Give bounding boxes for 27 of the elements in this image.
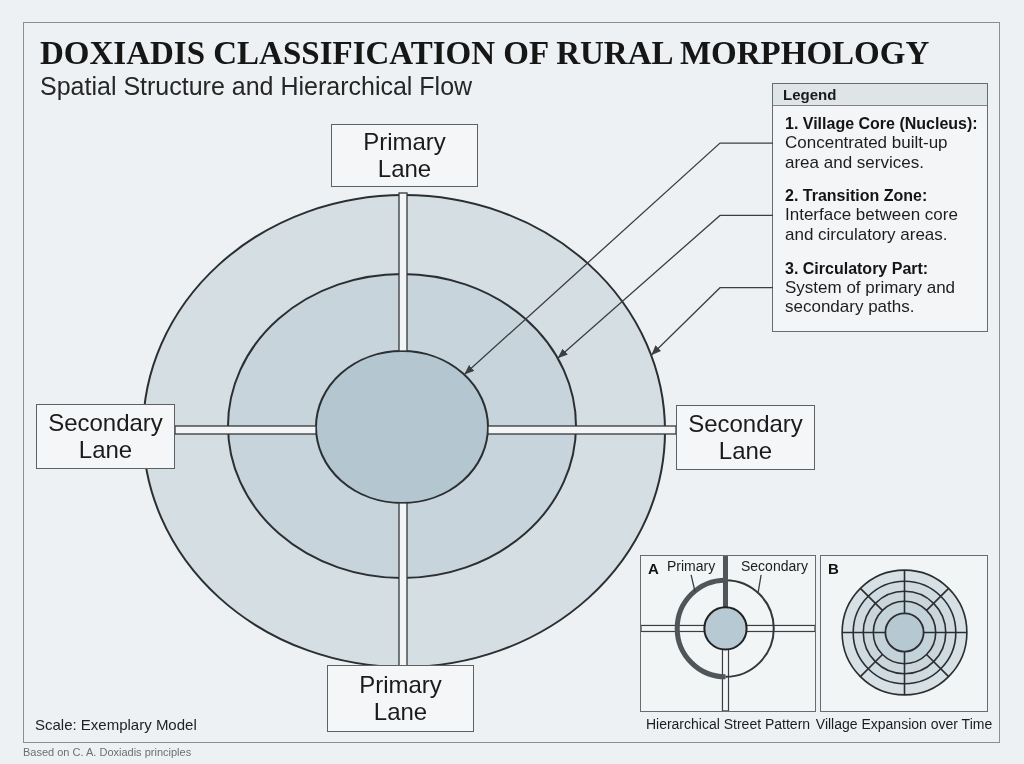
lane-label-box: Secondary Lane — [36, 404, 175, 469]
leader-line — [757, 574, 762, 594]
source-note: Based on C. A. Doxiadis principles — [23, 746, 192, 760]
subtitle: Spatial Structure and Hierarchical Flow — [40, 71, 473, 101]
leader-arrow — [557, 214, 774, 359]
lane-label-box: Primary Lane — [331, 124, 478, 187]
leader-arrow — [650, 287, 774, 356]
lane-label-box: Primary Lane — [327, 665, 474, 732]
panel-letter: B — [828, 560, 839, 578]
street-type-label: Secondary — [741, 558, 808, 575]
legend-entry-text: Concentrated built-up area and services. — [785, 133, 949, 173]
street-type-label: Primary — [667, 558, 716, 575]
lane-label-box: Secondary Lane — [676, 405, 815, 470]
legend-entry-title: 3. Circulatory Part: — [785, 258, 930, 278]
panel-caption: Hierarchical Street Pattern — [645, 716, 811, 733]
legend-title: Legend — [773, 84, 987, 106]
leader-arrow — [463, 142, 774, 376]
title: DOXIADIS CLASSIFICATION OF RURAL MORPHOLOGY — [40, 35, 930, 72]
legend-panel — [772, 83, 988, 332]
scale-note: Scale: Exemplary Model — [35, 716, 197, 734]
legend-entry-text: System of primary and secondary paths. — [785, 277, 957, 317]
leader-line — [690, 574, 696, 593]
legend-entry-title: 2. Transition Zone: — [785, 186, 929, 206]
panel-letter: A — [648, 560, 659, 578]
panel-caption: Village Expansion over Time — [815, 716, 993, 733]
legend-entry-title: 1. Village Core (Nucleus): — [785, 114, 979, 134]
legend-entry-text: Interface between core and circulatory areas. — [785, 205, 959, 245]
